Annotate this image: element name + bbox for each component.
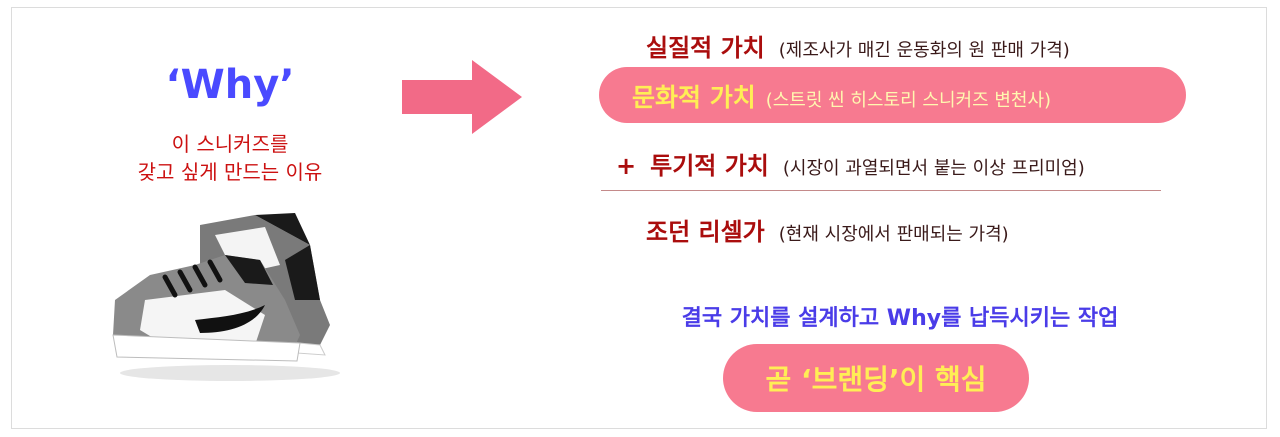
culture-highlight-pill — [599, 67, 1186, 123]
why-subtitle: 이 스니커즈를 갖고 싶게 만드는 이유 — [60, 130, 400, 186]
value-label: 실질적 가치 — [646, 34, 765, 62]
value-label: 문화적 가치 — [632, 83, 756, 112]
value-label: 조던 리셀가 — [646, 218, 765, 246]
value-row-resale: 조던 리셀가 (현재 시장에서 판매되는 가격) — [646, 212, 1009, 247]
why-subtitle-line2: 갖고 싶게 만드는 이유 — [137, 160, 323, 184]
value-note: (스트릿 씬 히스토리 스니커즈 변천사) — [765, 90, 1052, 111]
value-note: (제조사가 매긴 운동화의 원 판매 가격) — [778, 40, 1070, 61]
value-row-speculative: + 투기적 가치 (시장이 과열되면서 붙는 이상 프리미엄) — [616, 146, 1085, 181]
value-label: 투기적 가치 — [650, 152, 769, 180]
value-note: (현재 시장에서 판매되는 가격) — [778, 224, 1009, 245]
value-row-practical: 실질적 가치 (제조사가 매긴 운동화의 원 판매 가격) — [646, 28, 1070, 63]
value-note: (시장이 과열되면서 붙는 이상 프리미엄) — [782, 158, 1085, 179]
core-message-text: 곧 ‘브랜딩’이 핵심 — [765, 363, 987, 396]
conclusion-text: 결국 가치를 설계하고 Why를 납득시키는 작업 — [681, 306, 1119, 331]
plus-sign: + — [616, 152, 637, 180]
core-message-pill: 곧 ‘브랜딩’이 핵심 — [723, 344, 1029, 412]
value-row-culture: 문화적 가치 (스트릿 씬 히스토리 스니커즈 변천사) — [632, 78, 1051, 114]
why-title: ‘Why’ — [165, 62, 295, 108]
sneaker-image — [112, 213, 340, 381]
sum-divider — [601, 190, 1161, 191]
right-arrow-icon — [402, 60, 522, 134]
why-subtitle-line1: 이 스니커즈를 — [171, 132, 289, 156]
